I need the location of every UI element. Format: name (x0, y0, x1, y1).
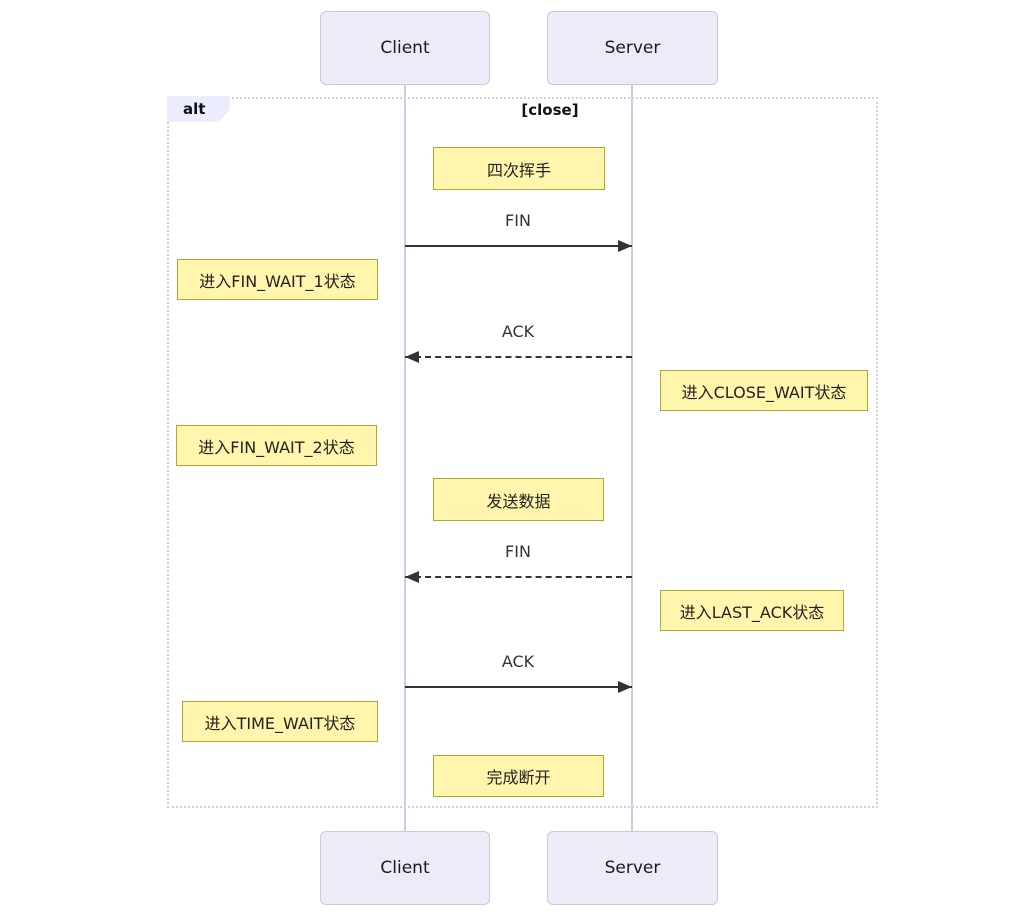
message-ack-1-line (405, 356, 632, 358)
participant-server-top-label: Server (604, 38, 661, 58)
participant-client-top-label: Client (380, 38, 430, 58)
client-lifeline (404, 85, 406, 831)
note-handshake: 四次挥手 (433, 147, 605, 190)
participant-client-top: Client (320, 11, 490, 85)
note-close-wait: 进入CLOSE_WAIT状态 (660, 370, 868, 411)
note-send-data: 发送数据 (433, 478, 604, 521)
server-lifeline (631, 85, 633, 831)
participant-server-top: Server (547, 11, 718, 85)
note-complete: 完成断开 (433, 755, 604, 797)
participant-client-bottom-label: Client (380, 858, 430, 878)
participant-server-bottom: Server (547, 831, 718, 905)
note-fin-wait-1: 进入FIN_WAIT_1状态 (177, 259, 378, 300)
participant-server-bottom-label: Server (604, 858, 661, 878)
message-fin-2-line (405, 576, 632, 578)
message-fin-2-arrowhead (405, 571, 419, 583)
message-fin-1-arrowhead (618, 240, 632, 252)
message-ack-2-line (405, 686, 632, 688)
alt-frame (167, 97, 878, 808)
alt-condition-label: [close] (521, 101, 579, 119)
message-ack-1-label: ACK (501, 322, 535, 341)
message-fin-1-label: FIN (505, 211, 531, 230)
message-fin-2-label: FIN (505, 542, 531, 561)
note-fin-wait-2: 进入FIN_WAIT_2状态 (176, 425, 377, 466)
note-time-wait: 进入TIME_WAIT状态 (182, 701, 378, 742)
alt-frame-label: alt (167, 96, 230, 122)
message-fin-1-line (405, 245, 632, 247)
message-ack-2-label: ACK (501, 652, 535, 671)
note-last-ack: 进入LAST_ACK状态 (660, 590, 844, 631)
message-ack-2-arrowhead (618, 681, 632, 693)
participant-client-bottom: Client (320, 831, 490, 905)
message-ack-1-arrowhead (405, 351, 419, 363)
